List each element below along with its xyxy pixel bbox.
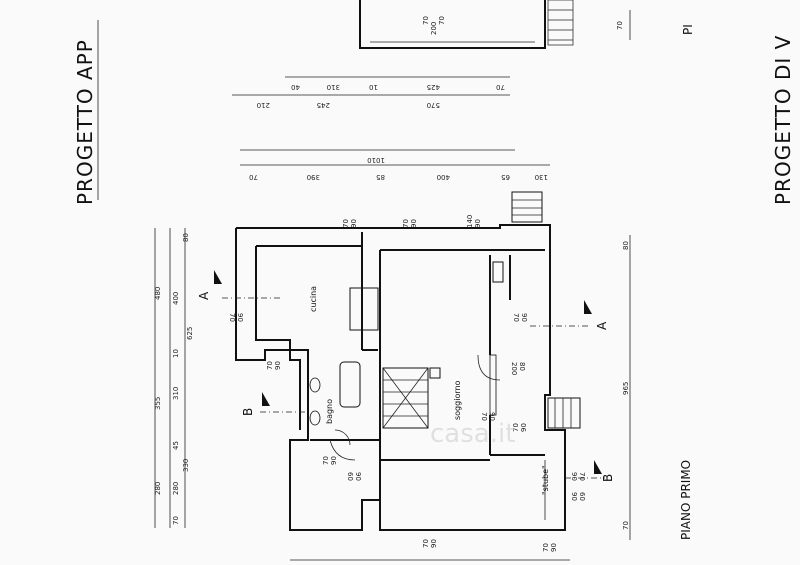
win-6b: 90 <box>274 361 282 370</box>
dim-r3-5: 390 <box>307 173 320 181</box>
win-9b: 90 <box>520 423 528 432</box>
building-walls <box>235 224 566 531</box>
dim-r3-total: 1010 <box>367 156 385 164</box>
left-dim-1: 80 <box>182 233 190 242</box>
top-window-dim-2: 200 <box>430 22 438 35</box>
dim-r1-1: 70 <box>496 83 505 91</box>
left-dim-6: 280 <box>172 482 180 495</box>
top-right-fragment: PI <box>681 24 695 35</box>
win-2b: 90 <box>410 219 418 228</box>
section-a-right-marker-icon <box>584 300 592 314</box>
win-11a: 90 <box>354 472 362 481</box>
win-1a: 70 <box>342 219 350 228</box>
win-12b: 90 <box>570 472 578 481</box>
section-b-right-label: B <box>601 474 615 482</box>
left-dim-4: 310 <box>172 387 180 400</box>
dim-r1-5: 40 <box>291 83 300 91</box>
upper-building-fragment: 70 200 70 70 <box>359 0 631 49</box>
bathtub <box>339 361 361 408</box>
dim-r2-2: 245 <box>317 101 330 109</box>
win-2a: 70 <box>402 219 410 228</box>
section-a-left-marker-icon <box>214 270 222 284</box>
left-dimension-chains: 80 400 10 310 45 280 70 480 625 355 330 … <box>154 228 194 528</box>
win-13a: 60 <box>578 492 586 501</box>
watermark: casa.it <box>430 419 515 449</box>
win-10a: 70 <box>322 456 330 465</box>
left-inner-dim-3: 355 <box>154 397 162 410</box>
dim-r1-4: 310 <box>327 83 340 91</box>
right-project-title: PROGETTO DI V <box>771 35 795 205</box>
section-b-left-label: B <box>241 408 255 416</box>
win-15a: 70 <box>542 543 550 552</box>
top-right-dim: 70 <box>616 21 624 30</box>
win-4b: 70 <box>228 313 236 322</box>
dim-r3-6: 70 <box>249 173 258 181</box>
window-labels: 70 90 70 90 140 90 90 70 90 70 70 90 80 … <box>228 215 586 552</box>
win-12a: 70 <box>578 472 586 481</box>
win-4a: 90 <box>236 313 244 322</box>
staircase-main <box>382 367 441 429</box>
win-7b: 200 <box>510 362 518 375</box>
section-b-right-marker-icon <box>594 460 602 474</box>
win-8b: 70 <box>480 412 488 421</box>
win-9a: 70 <box>512 423 520 432</box>
kitchen-counter <box>349 287 379 331</box>
win-8a: 90 <box>488 412 496 421</box>
win-13b: 90 <box>570 492 578 501</box>
dim-r2-1: 570 <box>427 101 440 109</box>
dim-r3-4: 85 <box>376 173 385 181</box>
win-7a: 80 <box>518 362 526 371</box>
win-14a: 70 <box>422 539 430 548</box>
room-label-kitchen: cucina <box>309 286 318 312</box>
bathroom-door-swing <box>329 439 356 461</box>
right-dimension-chain: 80 965 70 <box>622 235 631 540</box>
plan-name: PIANO PRIMO <box>679 460 693 540</box>
win-10b: 90 <box>330 456 338 465</box>
dim-r3-2: 65 <box>501 173 510 181</box>
left-dim-5: 45 <box>172 441 180 450</box>
win-3a: 140 <box>466 215 474 228</box>
dim-r3-1: 130 <box>535 173 548 181</box>
section-line-a: A A <box>197 270 609 330</box>
dim-r1-2: 425 <box>427 83 440 91</box>
left-inner-dim-5: 280 <box>154 482 162 495</box>
fireplace <box>492 261 504 283</box>
section-line-b: B B <box>241 392 615 482</box>
win-11b: 60 <box>346 472 354 481</box>
dim-r3-3: 400 <box>437 173 450 181</box>
left-dim-2: 400 <box>172 292 180 305</box>
right-dim-2: 965 <box>622 382 630 395</box>
staircase-top-right <box>511 191 543 223</box>
left-inner-dim-2: 625 <box>186 327 194 340</box>
left-dim-3: 10 <box>172 349 180 358</box>
win-6a: 70 <box>266 361 274 370</box>
room-label-living: soggiorno <box>453 380 462 420</box>
left-inner-dim-1: 480 <box>154 287 162 300</box>
room-label-bathroom: bagno <box>325 399 334 424</box>
win-3b: 90 <box>474 219 482 228</box>
win-5a: 90 <box>520 313 528 322</box>
top-window-dim-1: 70 <box>422 16 430 25</box>
win-1b: 90 <box>350 219 358 228</box>
section-a-right-label: A <box>595 321 609 330</box>
win-5b: 70 <box>512 313 520 322</box>
top-dimension-rows: 70 425 10 310 40 570 245 210 1010 130 65… <box>232 76 550 181</box>
right-dim-1: 80 <box>622 241 630 250</box>
left-inner-dim-4: 330 <box>182 459 190 472</box>
staircase-right <box>547 397 581 429</box>
right-dim-3: 70 <box>622 521 630 530</box>
left-project-title: PROGETTO APP <box>73 39 97 205</box>
dim-r2-3: 210 <box>257 101 270 109</box>
section-b-left-marker-icon <box>262 392 270 406</box>
bathroom-fixtures <box>309 377 351 446</box>
section-a-left-label: A <box>197 291 211 300</box>
living-door-swing <box>477 354 501 416</box>
room-label-stube: "stube" <box>541 465 550 495</box>
win-14b: 90 <box>430 539 438 548</box>
top-window-dim-3: 70 <box>438 16 446 25</box>
win-15b: 90 <box>550 543 558 552</box>
left-dim-7: 70 <box>172 516 180 525</box>
dim-r1-3: 10 <box>369 83 378 91</box>
